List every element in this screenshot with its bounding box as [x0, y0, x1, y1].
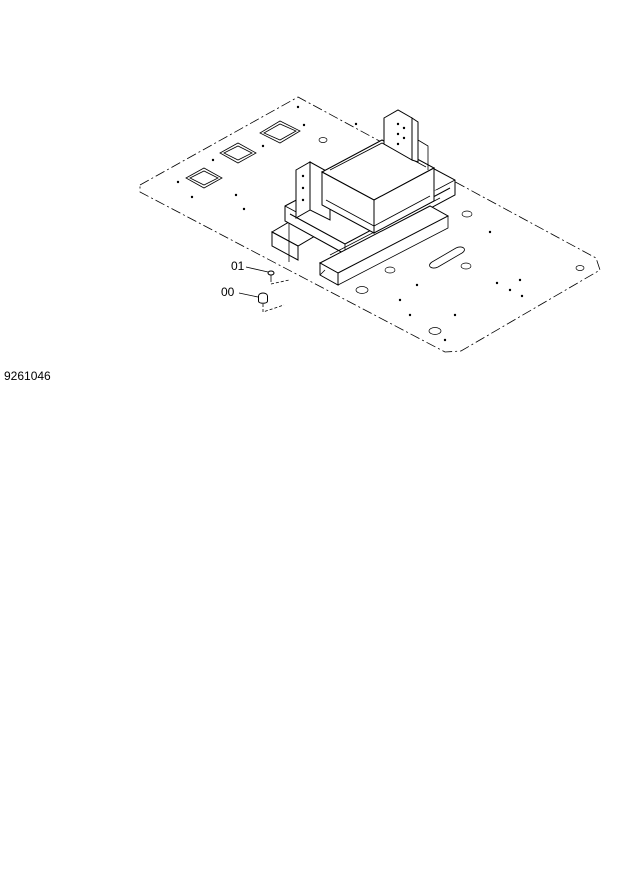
- callout-label-01: 01: [231, 259, 245, 273]
- plate-cutouts: [185, 120, 465, 269]
- cap-part-00: [258, 292, 268, 304]
- bolt-part-01: [267, 270, 275, 279]
- callout-label-00: 00: [221, 285, 235, 299]
- plate-bolt-dots: [176, 105, 524, 342]
- drawing-number: 9261046: [4, 369, 51, 383]
- floor-plate-outline: [139, 96, 601, 353]
- left-bracket: [270, 221, 317, 262]
- rear-seat-bracket: [383, 109, 429, 170]
- leader-lines: [238, 266, 290, 313]
